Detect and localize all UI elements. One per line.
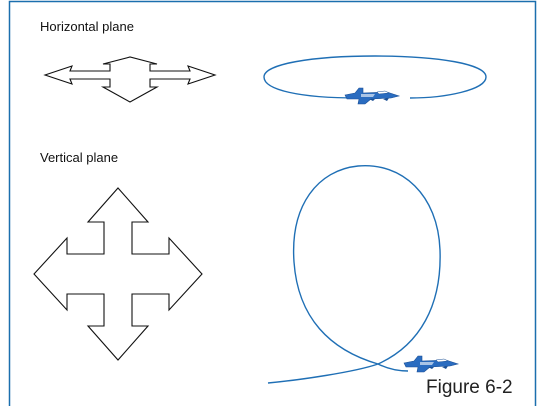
- vertical-plane-label: Vertical plane: [40, 150, 119, 165]
- fighter-jet-icon: [344, 87, 401, 105]
- fighter-jet-icon: [403, 355, 460, 373]
- four-way-cross-arrow-icon: [33, 187, 203, 361]
- horizontal-flight-path: [263, 55, 487, 99]
- figure-caption: Figure 6-2: [426, 377, 513, 398]
- figure-border: [8, 0, 537, 406]
- horizontal-plane-label: Horizontal plane: [40, 19, 134, 34]
- four-way-flat-arrow-icon: [43, 56, 217, 103]
- vertical-flight-path: [267, 165, 441, 384]
